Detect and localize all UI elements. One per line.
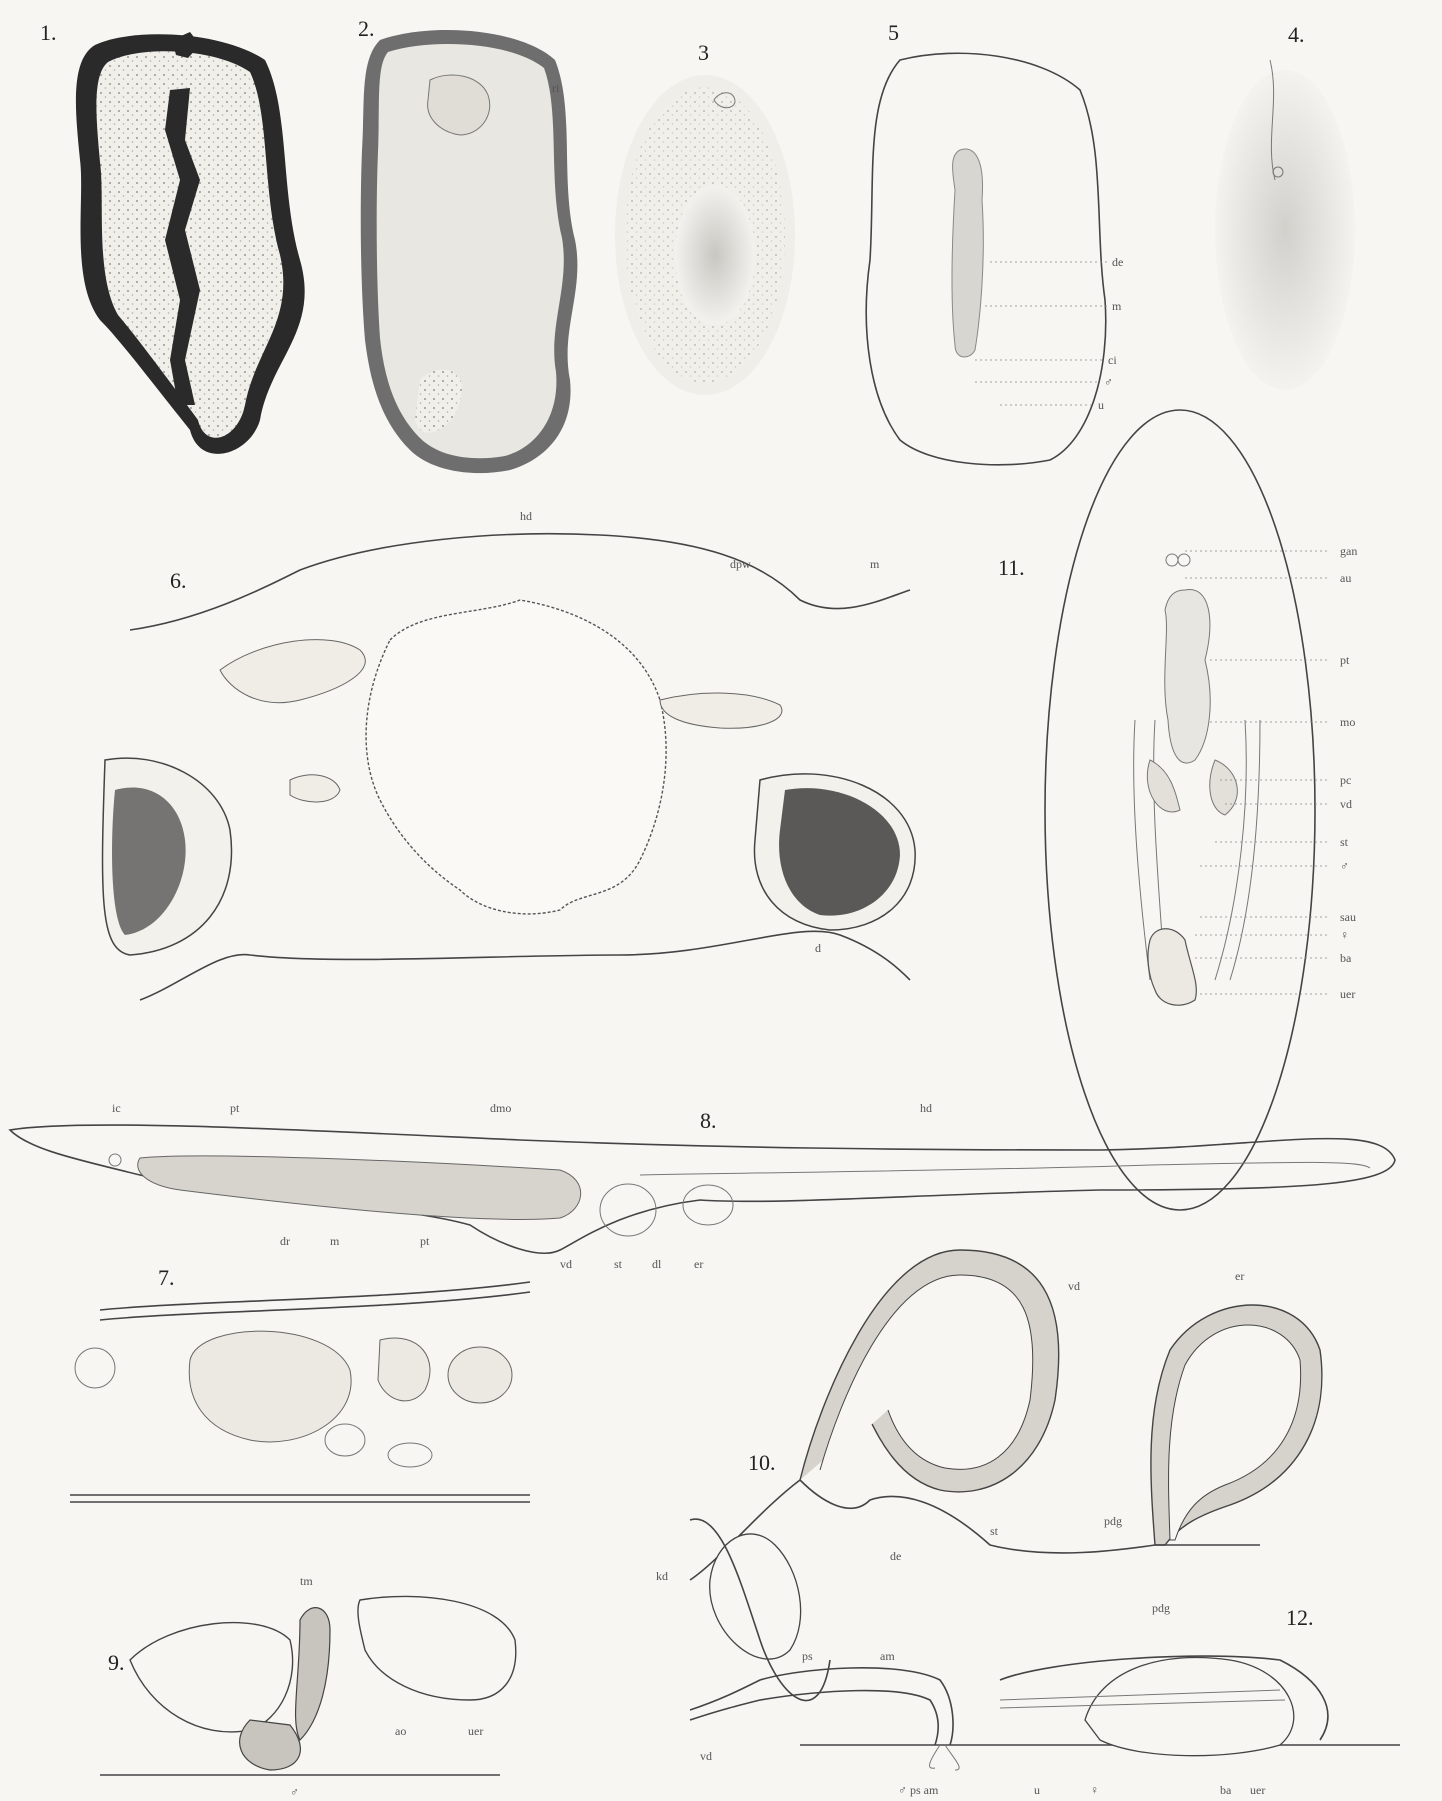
fig5-label-m: m	[1112, 299, 1122, 313]
fig9-label-uer: uer	[468, 1724, 483, 1738]
fig12-label-vd: vd	[700, 1749, 712, 1763]
fig11-label-pc: pc	[1340, 773, 1351, 787]
figure-6: 6. hd dpw m d	[103, 509, 916, 1000]
figure-2-number: 2.	[358, 16, 375, 41]
fig8-label-er: er	[694, 1257, 703, 1271]
figure-10: 10. vd er kd de st pdg ps	[656, 1250, 1322, 1700]
figure-4-number: 4.	[1288, 22, 1305, 47]
figure-3-number: 3	[698, 40, 709, 65]
fig5-label-ci: ci	[1108, 353, 1117, 367]
fig12-label-u: u	[1034, 1783, 1040, 1797]
figure-6-number: 6.	[170, 568, 187, 593]
fig11-label-pt: pt	[1340, 653, 1350, 667]
fig8-label-dmo: dmo	[490, 1101, 511, 1115]
fig8-label-st: st	[614, 1257, 623, 1271]
fig11-label-vd: vd	[1340, 797, 1352, 811]
fig6-label-hd: hd	[520, 509, 532, 523]
fig8-label-hd: hd	[920, 1101, 932, 1115]
fig9-label-ao: ao	[395, 1724, 406, 1738]
fig10-label-st: st	[990, 1524, 999, 1538]
fig2-label-ri: ri	[552, 81, 560, 95]
figure-8: 8. ic pt dmo hd vd st dl er	[10, 1101, 1395, 1271]
fig8-label-ic: ic	[112, 1101, 121, 1115]
figure-2: 2. ri	[358, 16, 577, 473]
figure-7: 7. dr m pt	[70, 1234, 530, 1502]
figure-11-number: 11.	[998, 555, 1025, 580]
fig5-label-male: ♂	[1104, 375, 1113, 389]
fig11-label-gan: gan	[1340, 544, 1357, 558]
fig10-label-kd: kd	[656, 1569, 668, 1583]
fig12-label-female: ♀	[1090, 1783, 1099, 1797]
fig10-label-pdg: pdg	[1104, 1514, 1122, 1528]
figure-5-number: 5	[888, 20, 899, 45]
fig8-label-vd: vd	[560, 1257, 572, 1271]
fig11-label-uer: uer	[1340, 987, 1355, 1001]
figure-12-number: 12.	[1286, 1605, 1314, 1630]
fig5-leaders	[975, 262, 1108, 405]
fig12-label-male-ps-am: ♂ ps am	[898, 1783, 939, 1797]
figure-1-number: 1.	[40, 20, 57, 45]
figure-8-number: 8.	[700, 1108, 717, 1133]
fig12-label-am: am	[880, 1649, 895, 1663]
fig11-label-female: ♀	[1340, 928, 1349, 942]
fig8-label-dl: dl	[652, 1257, 662, 1271]
fig10-label-vd: vd	[1068, 1279, 1080, 1293]
fig10-label-de: de	[890, 1549, 901, 1563]
figure-9-number: 9.	[108, 1650, 125, 1675]
fig11-label-au: au	[1340, 571, 1351, 585]
fig12-label-ba: ba	[1220, 1783, 1232, 1797]
fig5-label-de: de	[1112, 255, 1123, 269]
fig11-label-st: st	[1340, 835, 1349, 849]
figure-9: 9. tm ao uer ♂	[100, 1574, 516, 1799]
fig8-label-pt: pt	[230, 1101, 240, 1115]
fig6-label-dpw: dpw	[730, 557, 751, 571]
figure-1: 1.	[40, 20, 305, 454]
fig11-label-male: ♂	[1340, 859, 1349, 873]
fig10-label-ps: ps	[802, 1649, 813, 1663]
fig7-label-m: m	[330, 1234, 340, 1248]
figure-3: 3	[615, 40, 795, 395]
fig6-label-m: m	[870, 557, 880, 571]
figure-7-number: 7.	[158, 1265, 175, 1290]
fig7-label-dr: dr	[280, 1234, 290, 1248]
fig10-label-er: er	[1235, 1269, 1244, 1283]
fig12-label-pdg: pdg	[1152, 1601, 1170, 1615]
fig11-label-mo: mo	[1340, 715, 1355, 729]
figure-10-number: 10.	[748, 1450, 776, 1475]
figure-4: 4.	[1215, 22, 1355, 390]
fig11-label-ba: ba	[1340, 951, 1352, 965]
fig9-label-tm: tm	[300, 1574, 313, 1588]
fig7-label-pt: pt	[420, 1234, 430, 1248]
fig12-label-uer: uer	[1250, 1783, 1265, 1797]
figure-5: 5 de m ci ♂ u	[866, 20, 1123, 465]
fig11-label-sau: sau	[1340, 910, 1356, 924]
fig6-label-d: d	[815, 941, 821, 955]
fig5-label-u: u	[1098, 398, 1104, 412]
fig9-label-male: ♂	[290, 1785, 299, 1799]
figure-11: 11. gan au pt mo pc vd st ♂ sau ♀ ba uer	[998, 410, 1357, 1210]
